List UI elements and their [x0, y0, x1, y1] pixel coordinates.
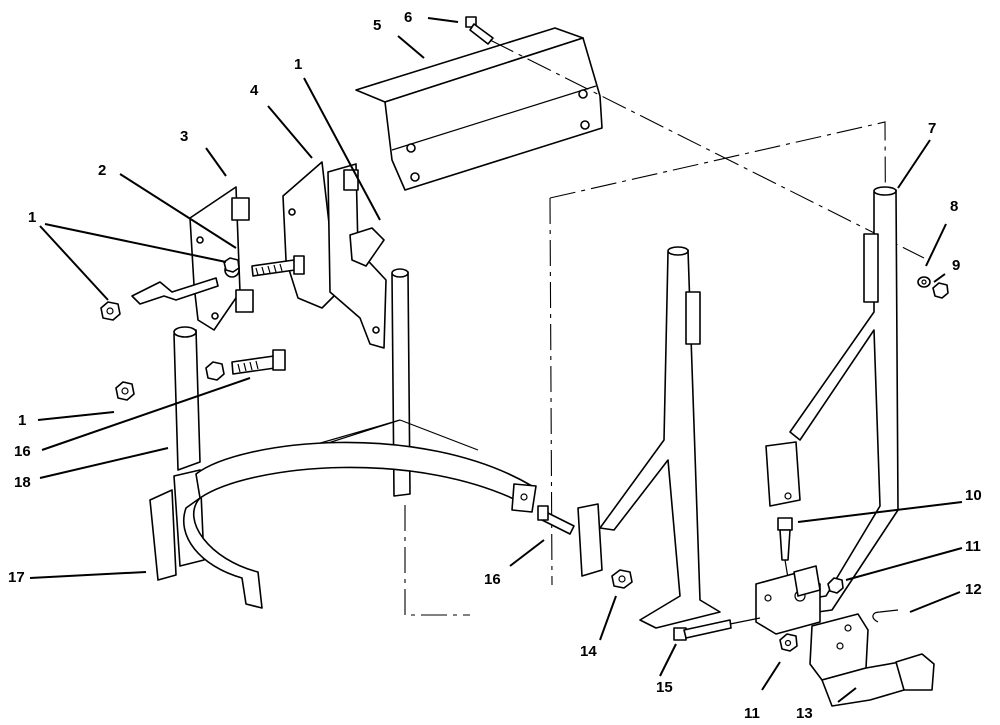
top-bracket-part-5 [355, 27, 603, 191]
callout-2: 2 [98, 162, 106, 179]
hinge-bracket [755, 565, 821, 635]
callout-4: 4 [250, 82, 259, 99]
callout-1: 1 [28, 209, 36, 226]
right-plate-part-4 [282, 161, 387, 349]
callout-labels: 1 1 1 2 3 4 5 6 7 8 9 10 11 11 12 13 14 … [8, 9, 982, 722]
nut-part-11-lower [779, 633, 798, 652]
callout-17: 17 [8, 569, 25, 586]
washer-part-8 [917, 276, 931, 288]
callout-10: 10 [965, 487, 982, 504]
nut-part-11-upper [827, 577, 844, 594]
callout-15: 15 [656, 679, 673, 696]
callout-11: 11 [744, 705, 760, 722]
callout-6: 6 [404, 9, 412, 26]
callout-8: 8 [950, 198, 958, 215]
bolt-part-15 [673, 617, 761, 641]
locking-handle [131, 277, 219, 305]
callout-9: 9 [952, 257, 960, 274]
nut-part-14 [611, 569, 633, 589]
bolt-part-6 [465, 16, 925, 259]
callout-16: 16 [484, 571, 501, 588]
band-part-17 [149, 441, 537, 609]
callout-13: 13 [796, 705, 813, 722]
callout-1: 1 [294, 56, 302, 73]
post-part-18 [173, 326, 201, 471]
callout-16: 16 [14, 443, 31, 460]
callout-1: 1 [18, 412, 26, 429]
left-plate-part-3 [189, 186, 254, 331]
bolt-part-10 [777, 517, 793, 591]
left-frame [577, 246, 721, 629]
nut-part-9 [932, 282, 949, 299]
leader-lines [29, 17, 963, 703]
nut-part-16 [205, 361, 225, 381]
bolt-part-2 [251, 255, 305, 277]
bolt-part-16-lower [537, 505, 575, 535]
callout-14: 14 [580, 643, 597, 660]
bolt-part-16-upper [231, 349, 286, 375]
callout-11: 11 [965, 538, 981, 555]
callout-7: 7 [928, 120, 936, 137]
foot-bracket-part-13 [809, 613, 935, 707]
callout-5: 5 [373, 17, 381, 34]
center-post [299, 268, 479, 497]
nut-part-1-lower [115, 381, 135, 401]
nut-part-1-left [100, 301, 121, 321]
nut-part-1-plate [223, 257, 240, 273]
callout-18: 18 [14, 474, 31, 491]
phantom-mounting-plane [404, 121, 888, 616]
callout-12: 12 [965, 581, 982, 598]
cotter-pin-part-12 [872, 609, 899, 623]
right-frame-part-7 [759, 186, 899, 621]
callout-3: 3 [180, 128, 188, 145]
